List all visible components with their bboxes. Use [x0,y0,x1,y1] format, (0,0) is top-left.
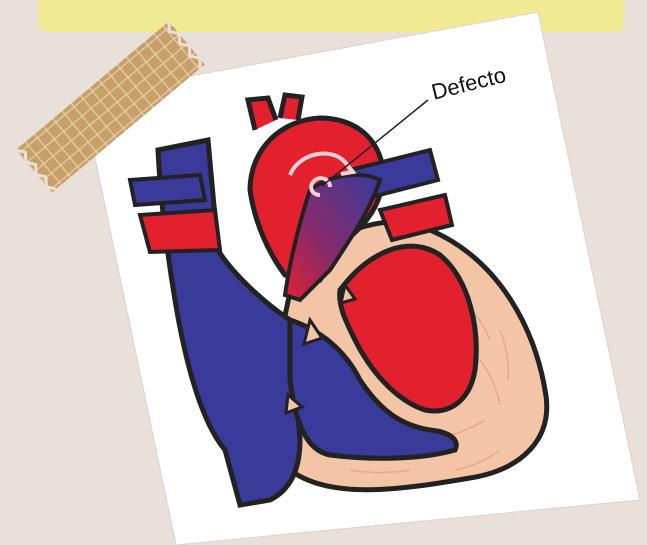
pulmonary-artery-red-left [140,210,220,252]
pulmonary-vein-blue-left [130,175,205,205]
